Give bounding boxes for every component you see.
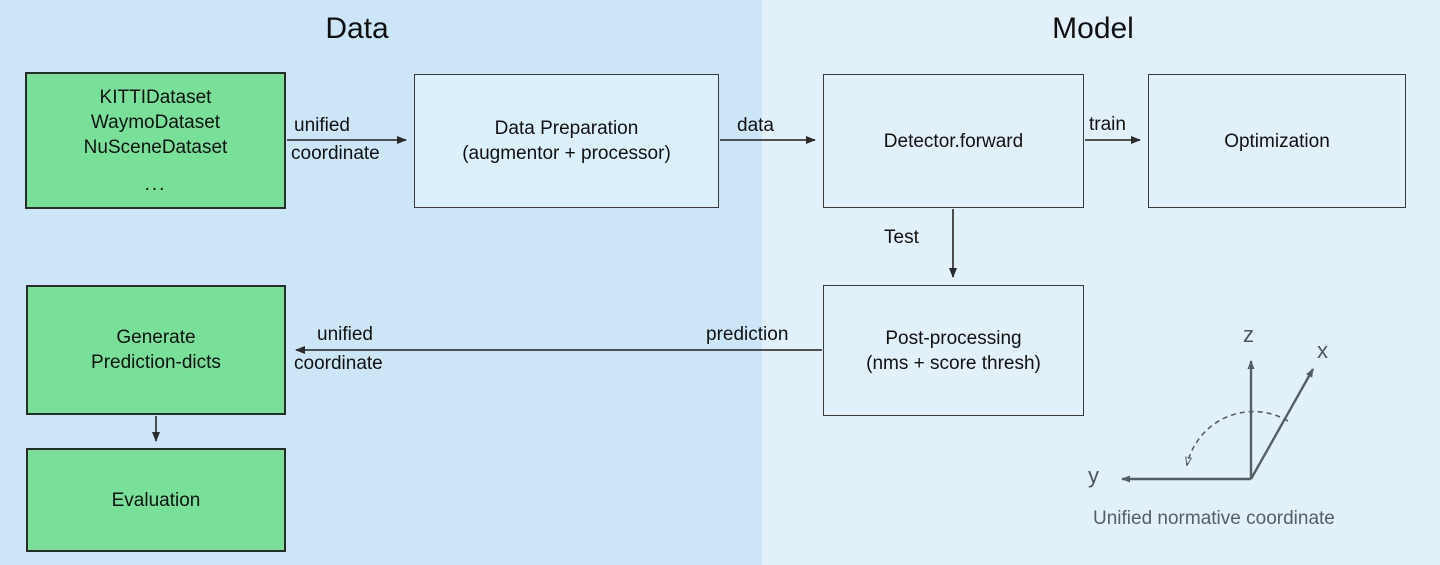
node-post-processing[interactable]: Post-processing (nms + score thresh) (823, 285, 1084, 416)
node-data-preparation-line-2: (augmentor + processor) (462, 143, 671, 164)
edge-label-unified-top: unified (294, 115, 350, 136)
node-detector-forward[interactable]: Detector.forward (823, 74, 1084, 208)
edge-label-prediction: prediction (706, 324, 789, 345)
edge-label-train: train (1089, 114, 1126, 135)
node-datasets-line-2: WaymoDataset (90, 111, 221, 133)
edge-label-coordinate-top: coordinate (291, 143, 380, 164)
panel-model-title: Model (1052, 12, 1134, 45)
edge-label-coordinate-bottom: coordinate (294, 353, 383, 374)
node-post-processing-line-1: Post-processing (885, 327, 1022, 349)
node-data-preparation[interactable]: Data Preparation (augmentor + processor) (414, 74, 719, 208)
node-datasets[interactable]: KITTIDataset WaymoDataset NuSceneDataset… (25, 72, 286, 209)
node-datasets-ellipsis: ... (144, 173, 167, 195)
node-generate-prediction-dicts-line-1: Generate (116, 327, 196, 348)
axis-label-x: x (1317, 338, 1328, 363)
node-data-preparation-line-1: Data Preparation (494, 118, 639, 139)
node-evaluation[interactable]: Evaluation (26, 448, 286, 552)
node-generate-prediction-dicts[interactable]: Generate Prediction-dicts (26, 285, 286, 415)
node-generate-prediction-dicts-line-2: Prediction-dicts (91, 352, 221, 373)
edge-label-test: Test (884, 227, 919, 248)
axis-label-y: y (1088, 463, 1099, 488)
node-post-processing-line-2: (nms + score thresh) (866, 352, 1041, 374)
node-datasets-line-3: NuSceneDataset (83, 136, 228, 158)
node-optimization-label: Optimization (1224, 130, 1330, 152)
node-datasets-line-1: KITTIDataset (99, 86, 212, 108)
node-evaluation-label: Evaluation (111, 489, 201, 511)
panel-data-title: Data (325, 12, 389, 45)
edge-label-unified-bottom: unified (317, 324, 373, 345)
node-optimization[interactable]: Optimization (1148, 74, 1406, 208)
axis-label-z: z (1243, 322, 1254, 347)
node-detector-forward-label: Detector.forward (883, 130, 1024, 152)
edge-label-data: data (737, 115, 774, 136)
coordinate-figure-caption: Unified normative coordinate (1093, 508, 1335, 529)
